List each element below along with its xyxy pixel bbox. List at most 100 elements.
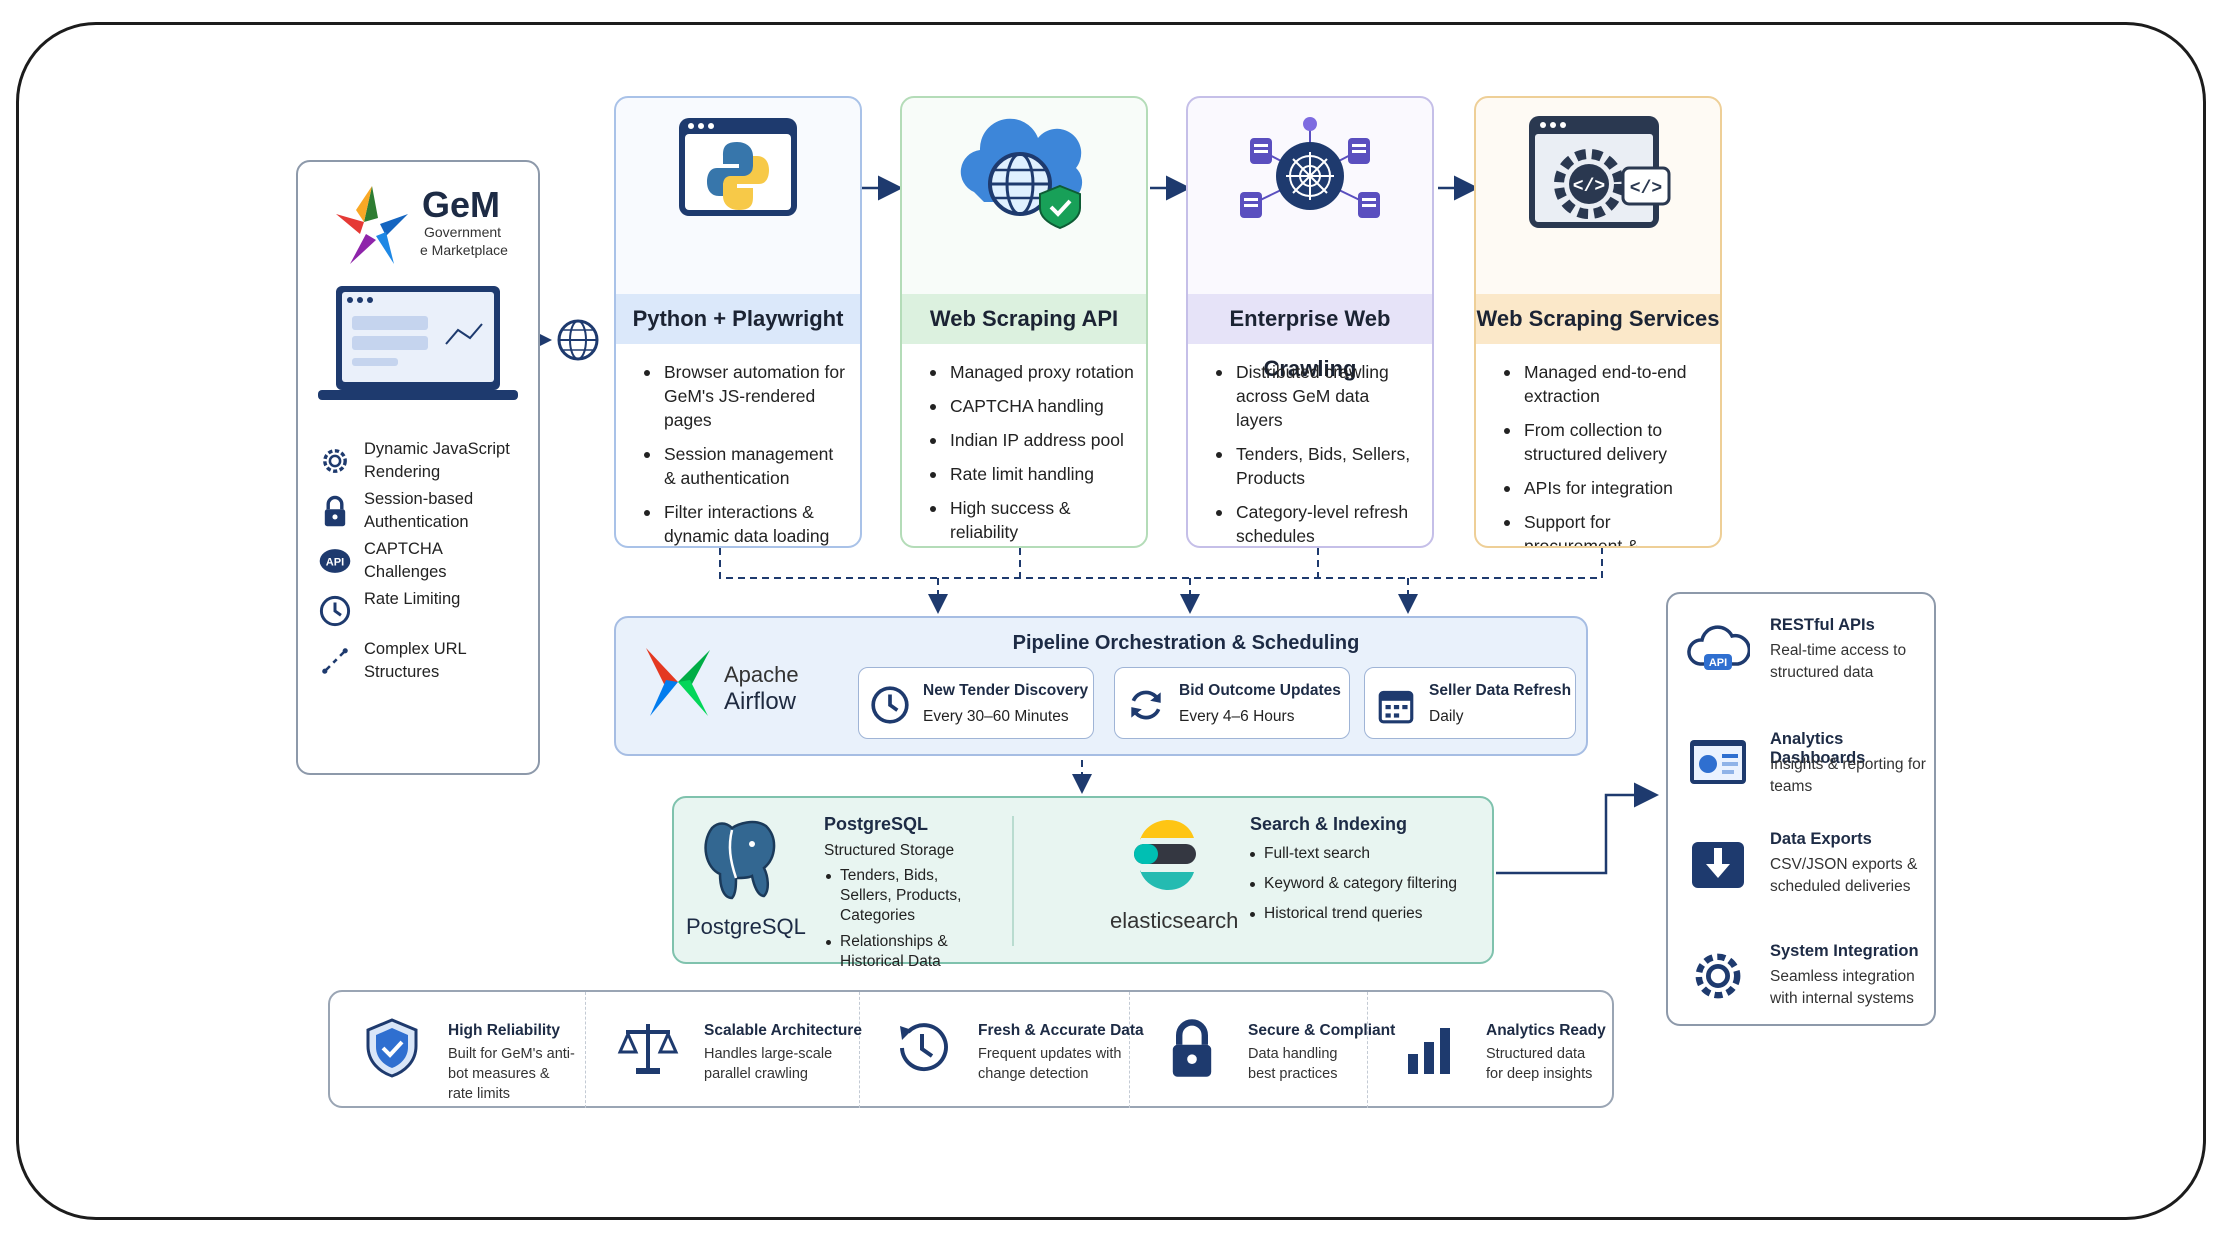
postgresql-bullet: Relationships & Historical Data	[824, 932, 994, 972]
svg-text:API: API	[1709, 657, 1727, 669]
search-bullet: Full-text search	[1248, 844, 1488, 864]
output-title: RESTful APIs	[1770, 616, 1875, 634]
download-icon	[1686, 832, 1750, 896]
storage-panel: PostgreSQL PostgreSQL Structured Storage…	[672, 796, 1494, 970]
history-icon	[890, 1016, 954, 1080]
schedule-frequency: Daily	[1429, 708, 1464, 725]
pipeline-title: Pipeline Orchestration & Scheduling	[1012, 632, 1360, 654]
output-title: Analytics Dashboards	[1770, 730, 1866, 767]
feature-title: High Reliability	[448, 1022, 560, 1039]
method-bullet: Category-level refresh schedules	[1214, 500, 1420, 546]
postgresql-elephant-icon	[704, 820, 776, 900]
challenge-label: CAPTCHA Challenges	[364, 540, 447, 581]
schedule-frequency: Every 30–60 Minutes	[923, 708, 1069, 725]
method-bullets: Distributed crawling across GeM data lay…	[1214, 360, 1420, 546]
feature-desc: Handles large-scale parallel crawling	[704, 1046, 833, 1082]
method-bullets: Browser automation for GeM's JS-rendered…	[642, 360, 848, 546]
shield-check-icon	[360, 1016, 424, 1080]
svg-text:API: API	[326, 556, 344, 568]
svg-text:</>: </>	[1630, 179, 1662, 199]
challenge-item: API CAPTCHA Challenges	[298, 538, 528, 594]
method-icon	[902, 112, 1146, 237]
clock-icon	[869, 684, 911, 726]
feature-desc: Data handling best practices	[1248, 1046, 1338, 1082]
storage-to-outputs-arrow	[1496, 782, 1659, 875]
gem-sub1: Government	[424, 224, 502, 240]
source-panel: GeM Government e Marketplace Dynamic Jav…	[296, 160, 540, 775]
lock-icon	[318, 494, 352, 528]
route-icon	[318, 644, 352, 678]
method-title: Web Scraping Services	[1476, 294, 1720, 344]
gem-logo-icon	[336, 186, 408, 264]
method-icon	[1188, 112, 1432, 237]
method-icon: </> </>	[1476, 112, 1720, 237]
method-bullet: Session management & authentication	[642, 442, 848, 490]
method-card: </> </> Web Scraping Services Managed end…	[1474, 96, 1722, 548]
method-title: Web Scraping API	[902, 294, 1146, 344]
method-bullet: APIs for integration	[1502, 476, 1708, 500]
method-card: Enterprise Web Crawling Distributed craw…	[1186, 96, 1434, 548]
method-card: Python + Playwright Browser automation f…	[614, 96, 862, 548]
feature-desc: Structured data for deep insights	[1486, 1046, 1593, 1082]
feature-desc: Frequent updates with change detection	[978, 1046, 1122, 1082]
method-bullet: From collection to structured delivery	[1502, 418, 1708, 466]
elasticsearch-logo-text: elasticsearch	[1110, 908, 1239, 933]
gear-icon	[318, 444, 352, 478]
lock-icon	[1160, 1016, 1224, 1080]
feature-title: Secure & Compliant	[1248, 1022, 1396, 1039]
output-title: Data Exports	[1770, 830, 1872, 848]
postgresql-logo-text: PostgreSQL	[686, 914, 806, 939]
gem-title: GeM	[422, 184, 501, 225]
feature-title: Scalable Architecture	[704, 1022, 862, 1039]
feature-title: Fresh & Accurate Data	[978, 1022, 1144, 1039]
challenge-item: Rate Limiting	[298, 588, 528, 644]
challenge-label: Session-based Authentication	[364, 490, 474, 531]
challenge-label: Dynamic JavaScript Rendering	[364, 440, 510, 481]
schedule-name: Bid Outcome Updates	[1179, 682, 1341, 699]
postgresql-title: PostgreSQL	[824, 814, 929, 834]
postgresql-sub: Structured Storage	[824, 842, 955, 859]
search-bullet: Keyword & category filtering	[1248, 874, 1488, 894]
challenge-item: Session-based Authentication	[298, 488, 528, 544]
svg-text:</>: </>	[1573, 177, 1605, 197]
challenge-label: Complex URL Structures	[364, 640, 467, 681]
output-title: System Integration	[1770, 942, 1919, 960]
airflow-logo-icon	[646, 648, 710, 716]
feature-desc: Built for GeM's anti-bot measures & rate…	[448, 1046, 575, 1102]
pipeline-panel: Apache Airflow Pipeline Orchestration & …	[614, 616, 1588, 756]
output-desc: CSV/JSON exports & scheduled deliveries	[1770, 856, 1918, 895]
airflow-line2: Airflow	[724, 688, 797, 715]
method-bullet: Indian IP address pool	[928, 428, 1134, 452]
api-badge-icon: API	[318, 544, 352, 578]
method-bullet: Distributed crawling across GeM data lay…	[1214, 360, 1420, 432]
method-bullet: Tenders, Bids, Sellers, Products	[1214, 442, 1420, 490]
output-desc: Real-time access to structured data	[1770, 642, 1907, 681]
dashboard-icon	[1686, 732, 1750, 796]
search-title: Search & Indexing	[1250, 814, 1408, 834]
gem-sub2: e Marketplace	[420, 242, 508, 258]
method-bullet: CAPTCHA handling	[928, 394, 1134, 418]
challenge-label: Rate Limiting	[364, 590, 461, 608]
method-bullet: Rate limit handling	[928, 462, 1134, 486]
airflow-line1: Apache	[724, 662, 799, 687]
challenge-item: Complex URL Structures	[298, 638, 528, 694]
method-bullet: Support for procurement & analytics team…	[1502, 510, 1708, 546]
method-bullet: High success & reliability	[928, 496, 1134, 544]
method-icon	[616, 112, 860, 227]
challenge-item: Dynamic JavaScript Rendering	[298, 438, 528, 494]
output-desc: Seamless integration with internal syste…	[1770, 968, 1915, 1007]
gear-icon	[1686, 944, 1750, 1008]
